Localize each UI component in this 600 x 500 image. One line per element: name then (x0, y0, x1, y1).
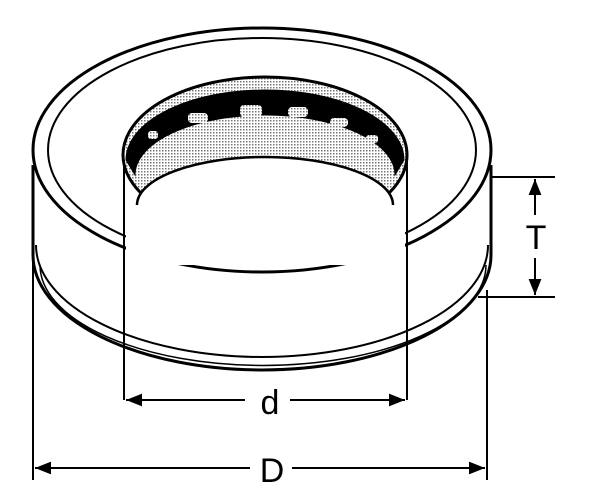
bearing-body (31, 26, 493, 400)
inner-diameter-label: d (261, 384, 280, 422)
height-label: T (526, 219, 547, 257)
dimension-lines (32, 165, 555, 480)
outer-diameter-label: D (260, 452, 285, 490)
rollers (148, 105, 378, 143)
